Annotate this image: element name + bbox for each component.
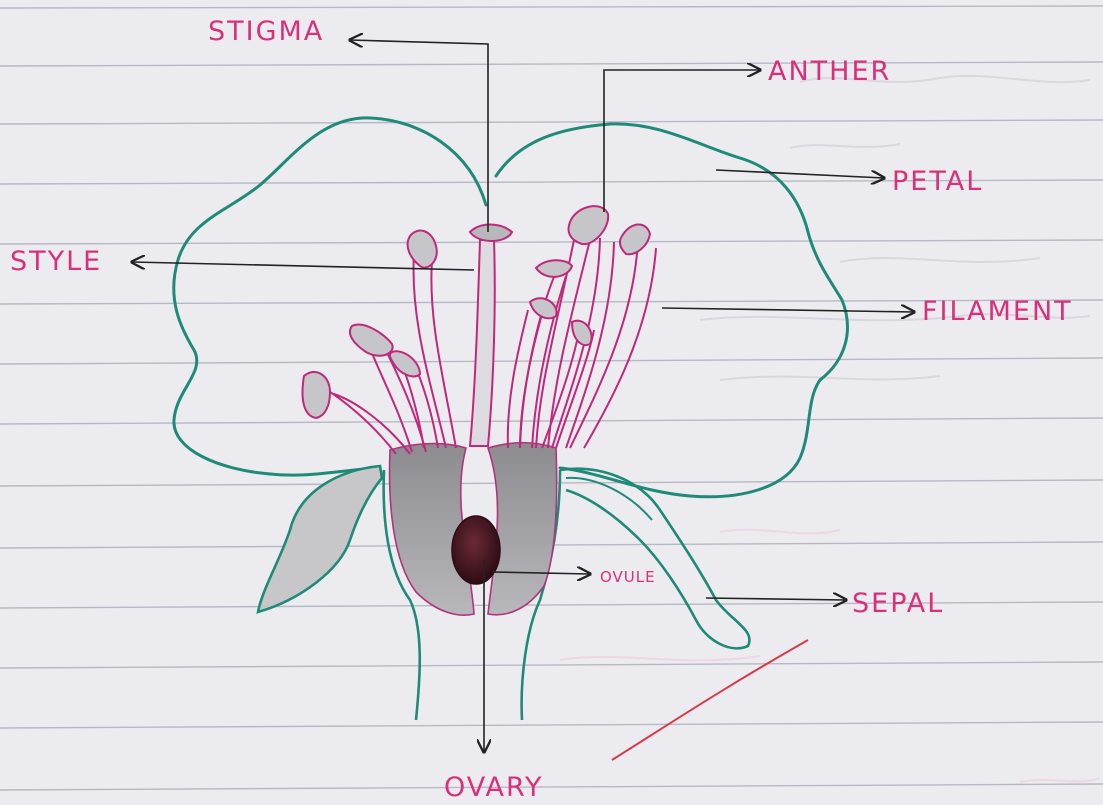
ovule-shape [452,516,500,584]
label-stigma: STIGMA [208,16,324,47]
label-anther: ANTHER [768,56,891,87]
label-ovule: OVULE [600,568,656,586]
label-ovary: OVARY [444,772,544,803]
label-filament: FILAMENT [922,296,1073,327]
label-sepal: SEPAL [852,588,944,619]
pistil [470,225,512,447]
ovary [390,443,557,615]
label-style: STYLE [10,246,102,277]
ruled-lines [0,6,1103,790]
petal-outline [174,118,848,497]
label-petal: PETAL [892,166,983,197]
